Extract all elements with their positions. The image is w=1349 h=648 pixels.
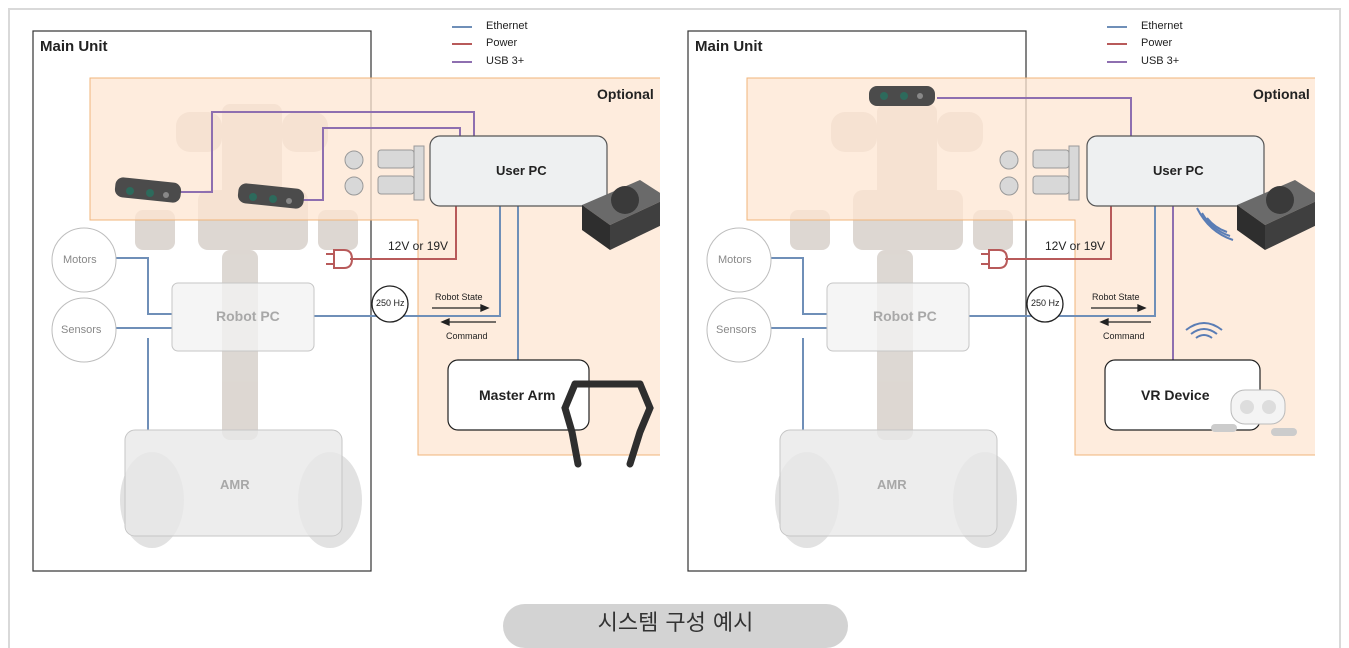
amr-label: AMR: [877, 477, 907, 492]
vr-headset-icon: [1211, 389, 1297, 436]
right-panel-graphics: [687, 26, 1315, 572]
data-flow-arrows: [1091, 304, 1151, 326]
main-unit-box: [32, 30, 372, 572]
optional-label: Optional: [1253, 86, 1310, 102]
legend-power: Power: [1141, 37, 1173, 49]
wifi-icon: [1196, 207, 1234, 241]
master-arm-icon: [561, 380, 654, 468]
legend-ethernet: Ethernet: [1141, 20, 1183, 32]
main-unit-box: [687, 30, 1027, 572]
motors-label: Motors: [63, 254, 97, 266]
robot-pc-box: [171, 282, 315, 352]
motors-circle: [51, 227, 117, 293]
robot-pc-label: Robot PC: [873, 308, 937, 324]
user-pc-label: User PC: [1153, 163, 1204, 178]
main-unit-label: Main Unit: [40, 38, 108, 55]
camera-icon: [869, 86, 935, 106]
power-plug-icon: [981, 249, 1009, 269]
figure-caption: 시스템 구성 예시: [503, 604, 848, 648]
usb-lines: [180, 111, 475, 201]
power-plug-icon: [326, 249, 354, 269]
legend-ethernet: Ethernet: [486, 20, 528, 32]
screw-icon: [999, 145, 1080, 201]
left-panel-graphics: [32, 26, 660, 572]
legend-power: Power: [486, 37, 518, 49]
device-label: Master Arm: [479, 387, 556, 403]
legend-usb: USB 3+: [1141, 55, 1180, 67]
user-pc-box: [429, 135, 608, 207]
frequency-label: 250 Hz: [376, 298, 405, 308]
frequency-label: 250 Hz: [1031, 298, 1060, 308]
motors-circle: [706, 227, 772, 293]
command-label: Command: [446, 331, 488, 341]
wifi-icon: [1185, 322, 1223, 339]
diagram-frame: [8, 8, 1341, 648]
device-label: VR Device: [1141, 387, 1210, 403]
camera-icon: [114, 177, 182, 203]
power-supply-icon: [582, 180, 660, 250]
user-pc-label: User PC: [496, 163, 547, 178]
amr-label: AMR: [220, 477, 250, 492]
user-pc-box: [1086, 135, 1265, 207]
robot-pc-box: [826, 282, 970, 352]
command-label: Command: [1103, 331, 1145, 341]
main-unit-label: Main Unit: [695, 38, 763, 55]
data-flow-arrows: [432, 304, 496, 326]
voltage-label: 12V or 19V: [388, 239, 449, 253]
voltage-label: 12V or 19V: [1045, 239, 1106, 253]
power-line: [1005, 206, 1112, 260]
device-box: [447, 359, 590, 431]
amr-box: [779, 429, 998, 537]
cycle-icon: [371, 285, 409, 323]
optional-label: Optional: [597, 86, 654, 102]
power-line: [350, 206, 457, 260]
camera-icon: [237, 183, 305, 209]
left-panel: Main Unit Optional Ethernet Power USB 3+…: [0, 0, 660, 626]
cycle-icon: [1026, 285, 1064, 323]
amr-box: [124, 429, 343, 537]
sensors-circle: [51, 297, 117, 363]
sensors-label: Sensors: [716, 324, 757, 336]
robot-state-label: Robot State: [435, 292, 483, 302]
legend-usb: USB 3+: [486, 55, 525, 67]
sensors-label: Sensors: [61, 324, 102, 336]
screw-icon: [344, 145, 425, 201]
sensors-circle: [706, 297, 772, 363]
robot-state-label: Robot State: [1092, 292, 1140, 302]
power-supply-icon: [1237, 180, 1315, 250]
usb-lines: [937, 97, 1174, 360]
motors-label: Motors: [718, 254, 752, 266]
right-panel: Main Unit Optional Ethernet Power USB 3+…: [655, 0, 1315, 626]
robot-pc-label: Robot PC: [216, 308, 280, 324]
